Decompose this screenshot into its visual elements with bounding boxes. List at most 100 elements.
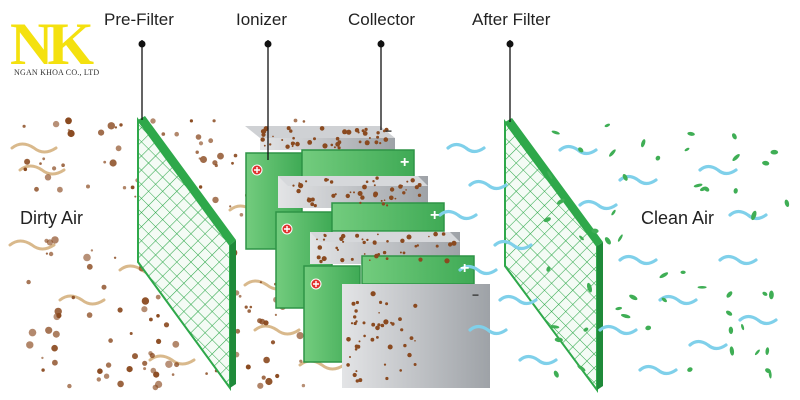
collected-dirt-particle <box>263 144 266 147</box>
dirt-particle <box>71 295 76 300</box>
collected-dirt-particle <box>359 201 362 205</box>
collected-dirt-particle <box>329 180 334 184</box>
clean-air-wave <box>638 364 678 376</box>
clean-air-wave <box>698 164 738 176</box>
collected-dirt-particle <box>413 363 417 366</box>
collected-dirt-particle <box>373 191 379 197</box>
leaf <box>553 370 559 378</box>
collected-dirt-particle <box>286 126 291 131</box>
collected-dirt-particle <box>352 372 357 378</box>
leaf <box>622 173 628 181</box>
collected-dirt-particle <box>376 336 379 339</box>
collected-dirt-particle <box>378 312 380 314</box>
collected-dirt-particle <box>330 143 334 147</box>
collected-dirt-particle <box>336 248 339 251</box>
minus-sign-2: − <box>472 288 480 302</box>
collected-dirt-particle <box>362 240 366 245</box>
dirt-particle <box>155 294 161 300</box>
dirt-particle <box>195 150 199 154</box>
clean-air-wave <box>618 254 658 266</box>
dirt-particle <box>39 162 42 165</box>
minus-sign-1: − <box>385 124 393 138</box>
collected-dirt-particle <box>399 251 402 254</box>
dirt-particle <box>198 185 203 189</box>
collected-dirt-particle <box>358 378 363 383</box>
leaf <box>547 171 553 180</box>
leaf <box>556 198 565 205</box>
dirt-particle <box>198 141 204 146</box>
dirt-particle <box>163 322 170 328</box>
collected-dirt-particle <box>416 244 419 247</box>
dirt-particle <box>24 158 31 165</box>
dirt-particle <box>126 366 133 373</box>
leaf <box>729 346 735 356</box>
collected-dirt-particle <box>364 140 370 146</box>
dirt-particle <box>44 174 52 181</box>
collected-dirt-particle <box>349 191 352 194</box>
dirt-particle <box>174 131 179 137</box>
plus-sign-2: + <box>430 207 440 224</box>
collected-dirt-particle <box>345 193 350 199</box>
clean-air-wave <box>468 324 508 336</box>
collected-dirt-particle <box>370 291 376 297</box>
collected-dirt-particle <box>399 369 403 372</box>
dirt-particle <box>155 380 163 388</box>
collected-dirt-particle <box>366 238 369 242</box>
collected-dirt-particle <box>285 144 290 149</box>
dirt-particle <box>45 252 49 255</box>
dirt-particle <box>42 157 46 161</box>
dirt-particle <box>67 129 75 138</box>
leaf <box>554 337 563 343</box>
dirt-particle <box>245 364 251 370</box>
collected-dirt-particle <box>295 141 300 147</box>
collected-dirt-particle <box>269 143 272 146</box>
leaf <box>640 139 646 148</box>
leaf <box>604 123 611 128</box>
leaf <box>629 294 638 301</box>
collected-dirt <box>260 126 457 383</box>
collected-dirt-particle <box>354 309 358 313</box>
collected-dirt-particle <box>354 348 358 351</box>
dirt-particle <box>239 213 244 217</box>
clean-air-wave <box>598 324 638 336</box>
dirt-particle <box>217 152 224 160</box>
collected-dirt-particle <box>319 259 323 264</box>
collected-dirt-particle <box>417 193 422 197</box>
collected-dirt-particle <box>291 145 294 148</box>
collected-dirt-particle <box>317 245 323 250</box>
collected-dirt-particle <box>319 126 325 131</box>
dirt-particle <box>51 344 58 352</box>
callout-lines <box>141 40 511 160</box>
dirt-particle <box>67 383 72 389</box>
pre-filter-panel <box>137 116 236 392</box>
leaf <box>784 199 790 207</box>
collected-dirt-particle <box>386 240 389 243</box>
leaf <box>741 324 745 331</box>
dirt-particle <box>143 367 147 371</box>
leaf <box>546 266 551 272</box>
dirt-particle <box>293 118 298 123</box>
dirt-particle <box>229 205 232 208</box>
collected-dirt-particle <box>402 251 406 255</box>
leaf <box>645 325 652 331</box>
dirt-particle <box>150 367 157 374</box>
collected-dirt-particle <box>363 253 366 255</box>
dirt-particle <box>200 156 207 163</box>
collected-dirt-particle <box>322 238 326 241</box>
dirt-particle <box>26 341 34 349</box>
collected-dirt-particle <box>369 259 371 262</box>
collected-dirt-particle <box>406 234 412 240</box>
dirt-particle <box>129 332 133 335</box>
dirt-particle <box>174 362 180 368</box>
dirt-particle <box>214 163 218 168</box>
dirt-particle <box>165 360 173 368</box>
clean-air-wave <box>688 339 728 351</box>
collected-dirt-particle <box>346 363 350 367</box>
leaf <box>617 234 623 242</box>
leaf <box>697 286 707 289</box>
clean-air-wave <box>468 179 508 191</box>
dirt-particle <box>296 332 304 340</box>
collected-dirt-particle <box>313 137 316 141</box>
collected-dirt-particle <box>353 315 357 319</box>
